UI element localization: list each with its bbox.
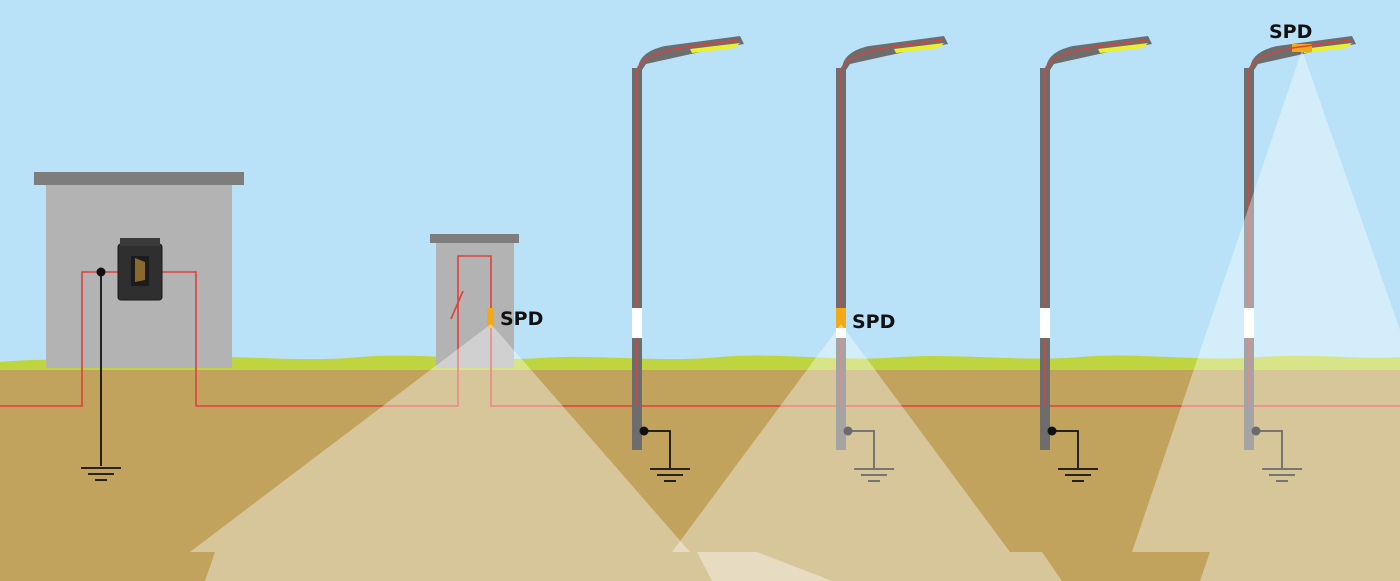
spd-label-luminaire: SPD [1269,21,1312,43]
street-lamp-4 [1244,36,1356,482]
pole-ground-connection [843,426,894,482]
lamp-led [1098,43,1148,53]
pole-ground-connection [1251,426,1302,482]
earth-ground-icon [81,467,121,481]
pole-ground-connection [639,426,690,482]
switch-icon [450,290,464,320]
cabinet-wall [436,242,514,368]
control-cabinet [430,234,519,368]
lamp-led [894,43,944,53]
lamp-arm [638,36,744,70]
surge-protection-device-icon [487,308,494,328]
highlight-cone-luminaire [1132,50,1400,581]
surge-protection-device-icon [1292,44,1312,52]
pole-ground-connection [1047,426,1098,482]
earth-ground-icon [1058,468,1098,482]
pole-access-door [1244,308,1254,338]
street-lamp-3 [1040,36,1152,482]
earth-ground-icon [1262,468,1302,482]
current-transformer-icon [117,238,163,301]
earth-ground-icon [650,468,690,482]
street-lamp-1 [632,36,744,482]
building-ground-connection [81,267,121,481]
surge-protection-device-icon [836,308,846,328]
lamp-arm [1046,36,1152,70]
power-cable [0,255,1400,407]
lamp-led [1302,43,1352,53]
soil-ground [0,366,1400,581]
lamp-led [690,43,740,53]
building-roof [34,172,244,185]
highlight-cone-pole [672,324,1062,581]
highlight-cone-cabinet [190,324,832,581]
spd-label-pole: SPD [852,311,895,333]
street-lamp-2 [836,36,948,482]
lamp-arm [842,36,948,70]
lamp-arm [1250,36,1356,70]
pole-access-door [1040,308,1050,338]
cabinet-roof [430,234,519,243]
spd-label-cabinet: SPD [500,308,543,330]
pole-access-door [632,308,642,338]
earth-ground-icon [854,468,894,482]
